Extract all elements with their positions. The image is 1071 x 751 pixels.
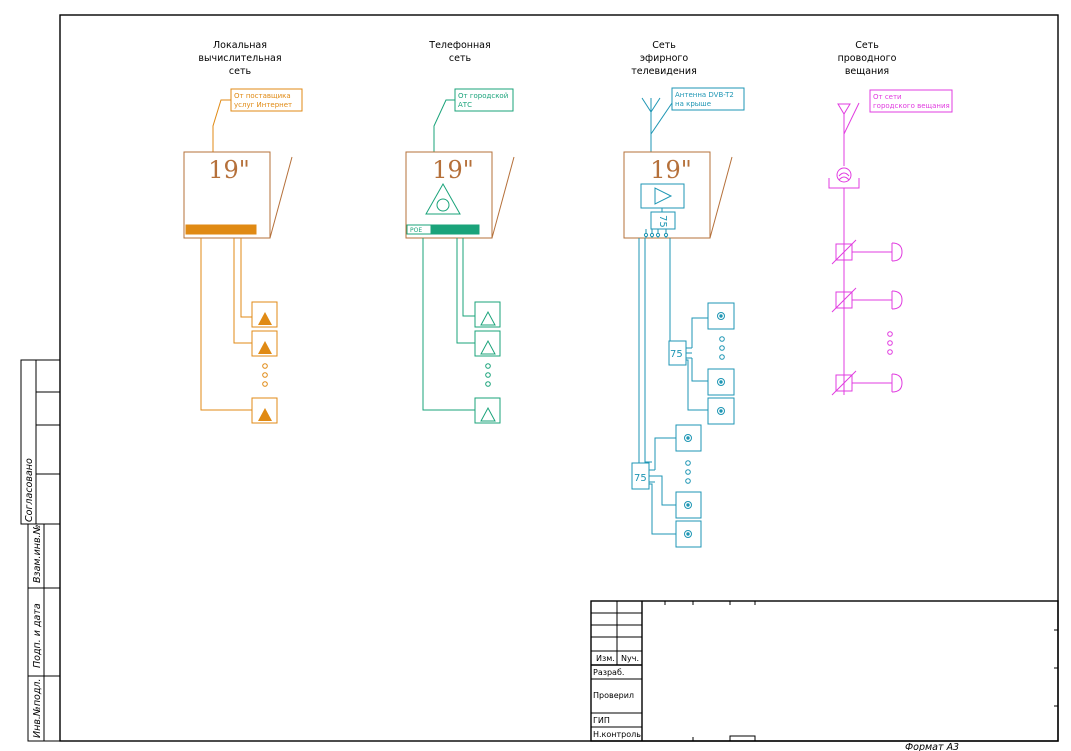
tel-feed-line <box>433 99 455 152</box>
tb-nuch: Nуч. <box>621 654 639 663</box>
tb-nkontrol: Н.контроль <box>593 730 641 739</box>
section-tv: Сеть эфирного телевидения Антенна DVB-T2… <box>623 40 745 548</box>
tv-antenna-icon <box>641 97 673 152</box>
title-block <box>590 600 1059 742</box>
radio-title-line1: Сеть <box>855 40 879 51</box>
lan-title-line3: сеть <box>229 66 252 77</box>
tel-cables <box>422 238 475 411</box>
radio-title-line2: проводного <box>838 53 897 64</box>
stamp-sign-date: Подп. и дата <box>32 603 43 668</box>
format-label: Формат А3 <box>905 742 959 751</box>
tv-trunk-cables <box>635 238 671 471</box>
radio-title-line3: вещания <box>845 66 889 77</box>
lan-note-line1: От поставщика <box>234 92 291 100</box>
section-radio: Сеть проводного вещания От сети городско… <box>828 40 953 396</box>
radio-note-line1: От сети <box>873 93 902 101</box>
radio-antenna-icon <box>837 102 860 166</box>
lan-title-line2: вычислительная <box>198 53 281 64</box>
tel-note-line1: От городской <box>458 92 508 100</box>
radio-transformer-icon <box>828 167 860 395</box>
tv-splitter-mid-label: 75 <box>670 349 683 360</box>
tv-splitter-mid <box>668 340 692 366</box>
tv-splitter-top <box>643 211 676 238</box>
tel-title-line1: Телефонная <box>428 40 490 51</box>
tel-note-line2: АТС <box>458 101 472 109</box>
drawing-frame <box>59 14 1059 742</box>
tv-splitter-low <box>631 462 655 490</box>
section-lan: Локальная вычислительная сеть От поставщ… <box>183 40 303 424</box>
stamp-inv-replace: Взам.инв.№ <box>32 524 43 583</box>
radio-speakers <box>831 239 903 396</box>
tv-rack-label: 19" <box>650 156 692 184</box>
tv-splitter-top-label: 75 <box>657 215 668 228</box>
tel-rack-label: 19" <box>432 156 474 184</box>
radio-source-note <box>869 89 953 113</box>
tv-title-line3: телевидения <box>631 66 697 77</box>
tv-title-line1: Сеть <box>652 40 676 51</box>
tel-poe-label: POE <box>410 227 422 234</box>
lan-outlets <box>251 301 278 424</box>
tv-low-cables <box>649 437 676 535</box>
tv-amplifier-icon <box>640 183 685 212</box>
tb-razrab: Разраб. <box>593 668 624 677</box>
side-stamp <box>20 359 61 742</box>
tb-gip: ГИП <box>593 716 610 725</box>
tel-switch <box>430 224 480 235</box>
section-tel: Телефонная сеть От городской АТС 19" POE <box>405 40 515 424</box>
lan-feed-line <box>212 99 231 152</box>
lan-note-line2: услуг Интернет <box>234 101 292 109</box>
lan-rack-19 <box>183 151 271 239</box>
tb-izm: Изм. <box>596 654 615 663</box>
lan-switch <box>185 224 257 235</box>
stamp-inv-orig: Инв.№подл. <box>32 678 43 738</box>
lan-rack-label: 19" <box>208 156 250 184</box>
stamp-agreed: Согласовано <box>24 458 35 522</box>
tv-source-note <box>671 87 745 111</box>
lan-title-line1: Локальная <box>213 40 267 51</box>
tv-title-line2: эфирного <box>640 53 689 64</box>
tv-note-line1: Антенна DVB-T2 <box>675 91 734 99</box>
tel-title-line2: сеть <box>449 53 472 64</box>
tv-outlets <box>675 302 735 548</box>
radio-note-line2: городского вещания <box>873 102 950 110</box>
tel-pbx-icon <box>425 182 461 215</box>
tv-note-line2: на крыше <box>675 100 711 108</box>
tv-splitter-low-label: 75 <box>634 473 647 484</box>
tb-proveril: Проверил <box>593 691 634 700</box>
tv-mid-cables <box>686 317 708 411</box>
lan-cables <box>200 238 252 411</box>
tel-outlets <box>474 301 501 424</box>
